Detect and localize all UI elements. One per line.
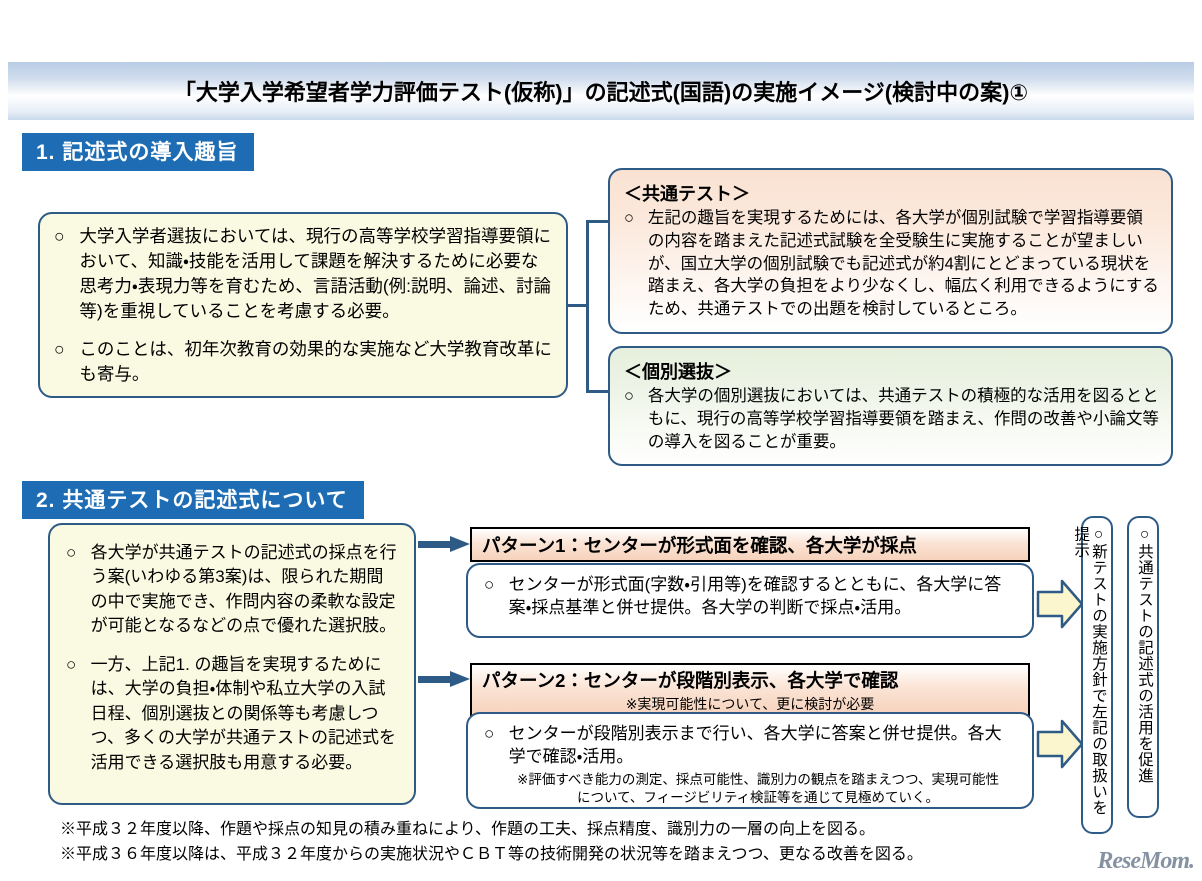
resemom-watermark: ReseMom. <box>1097 848 1195 874</box>
pattern-2-body: ○ センターが段階別表示まで行い、各大学に答案と併せ提供。各大学で確認・活用。 ※… <box>466 712 1034 809</box>
section-2-left-box: ○ 各大学が共通テストの記述式の採点を行う案(いわゆる第3案)は、限られた期間の中… <box>48 523 416 805</box>
common-test-heading: ＜共通テスト＞ <box>624 184 750 204</box>
page-title: 「大学入学希望者学力評価テスト(仮称)」の記述式(国語)の実施イメージ(検討中の… <box>173 80 1029 105</box>
pattern-2-bullet-1: ○ センターが段階別表示まで行い、各大学に答案と併せ提供。各大学で確認・活用。 <box>484 722 1018 769</box>
bullet-marker: ○ <box>66 543 77 562</box>
bullet-marker: ○ <box>484 575 495 594</box>
pattern-2-header: パターン2：センターが段階別表示、各大学で確認 ※実現可能性について、更に検討が… <box>470 663 1030 717</box>
bullet-marker: ○ <box>54 339 65 360</box>
common-test-box: ＜共通テスト＞ ○ 左記の趣旨を実現するためには、各大学が個別試験で学習指導要領の… <box>608 168 1173 334</box>
sec2-left-bullet-1-text: 各大学が共通テストの記述式の採点を行う案(いわゆる第3案)は、限られた期間の中で… <box>90 543 397 636</box>
bullet-marker: ○ <box>54 226 65 246</box>
intent-box: ○ 大学入学者選抜においては、現行の高等学校学習指導要領において、知識・技能を活用… <box>38 212 568 398</box>
sec2-left-bullet-2: ○ 一方、上記1. の趣旨を実現するためには、大学の負担・体制や私立大学の入試日程… <box>66 653 400 775</box>
pattern-1-body: ○ センターが形式面(字数・引用等)を確認するとともに、各大学に答案・採点基準と併… <box>466 563 1034 638</box>
pattern-2-bullet-1-text: センターが段階別表示まで行い、各大学に答案と併せ提供。各大学で確認・活用。 <box>508 724 1002 767</box>
footnote-1: ※平成３２年度以降、作題や採点の知見の積み重ねにより、作題の工夫、採点精度、識別… <box>60 821 876 838</box>
slide-title-bar: 「大学入学希望者学力評価テスト(仮称)」の記述式(国語)の実施イメージ(検討中の… <box>8 62 1194 120</box>
intent-bullet-1-text: 大学入学者選抜においては、現行の高等学校学習指導要領において、知識・技能を活用し… <box>79 226 552 321</box>
individual-selection-bullet-1: ○ 各大学の個別選抜においては、共通テストの積極的な活用を図るとともに、現行の高等… <box>624 385 1159 453</box>
bullet-marker: ○ <box>624 209 634 227</box>
individual-selection-heading: ＜個別選抜＞ <box>624 362 732 382</box>
intent-bullet-1: ○ 大学入学者選抜においては、現行の高等学校学習指導要領において、知識・技能を活用… <box>54 224 554 323</box>
arrow-to-pattern-2-icon <box>418 670 470 687</box>
individual-selection-bullet-1-text: 各大学の個別選抜においては、共通テストの積極的な活用を図るとともに、現行の高等学… <box>647 387 1159 451</box>
bullet-marker: ○ <box>66 654 77 674</box>
common-test-bullet-1: ○ 左記の趣旨を実現するためには、各大学が個別試験で学習指導要領の内容を踏まえた記… <box>624 207 1159 321</box>
pattern-1-bullet-1-text: センターが形式面(字数・引用等)を確認するとともに、各大学に答案・採点基準と併せ… <box>508 575 1002 618</box>
pattern-2-header-note: ※実現可能性について、更に検討が必要 <box>625 695 875 712</box>
yellow-arrow-pattern-2-icon <box>1036 718 1084 770</box>
bracket-connector <box>568 200 614 412</box>
pattern-1-header: パターン1：センターが形式面を確認、各大学が採点 <box>470 527 1030 562</box>
intent-bullet-2-text: このことは、初年次教育の効果的な実施など大学教育改革にも寄与。 <box>79 339 552 385</box>
section-1-badge: 1. 記述式の導入趣旨 <box>22 133 255 171</box>
section-2-badge: 2. 共通テストの記述式について <box>22 481 364 519</box>
vertical-box-promote-usage: ○共通テストの記述式の活用を促進 <box>1127 516 1159 818</box>
sec2-left-bullet-2-text: 一方、上記1. の趣旨を実現するためには、大学の負担・体制や私立大学の入試日程、… <box>90 654 396 772</box>
pattern-1-bullet-1: ○ センターが形式面(字数・引用等)を確認するとともに、各大学に答案・採点基準と併… <box>484 573 1018 620</box>
arrow-to-pattern-1-icon <box>418 535 470 552</box>
sec2-left-bullet-1: ○ 各大学が共通テストの記述式の採点を行う案(いわゆる第3案)は、限られた期間の中… <box>66 541 400 639</box>
pattern-2-note: ※評価すべき能力の測定、採点可能性、識別力の観点を踏まえつつ、実現可能性について… <box>517 771 999 805</box>
yellow-arrow-pattern-1-icon <box>1036 578 1084 630</box>
footnotes: ※平成３２年度以降、作題や採点の知見の積み重ねにより、作題の工夫、採点精度、識別… <box>60 818 1070 868</box>
vertical-box-new-test-policy: ○新テストの実施方針で左記の取扱いを提示 <box>1072 516 1113 834</box>
intent-bullet-2: ○ このことは、初年次教育の効果的な実施など大学教育改革にも寄与。 <box>54 337 554 387</box>
pattern-2-header-text: パターン2：センターが段階別表示、各大学で確認 <box>482 669 899 691</box>
bullet-marker: ○ <box>484 724 495 743</box>
individual-selection-box: ＜個別選抜＞ ○ 各大学の個別選抜においては、共通テストの積極的な活用を図るととも… <box>608 346 1173 466</box>
pattern-1-header-text: パターン1：センターが形式面を確認、各大学が採点 <box>482 534 917 556</box>
bullet-marker: ○ <box>624 387 634 405</box>
footnote-2: ※平成３６年度以降は、平成３２年度からの実施状況やＣＢＴ等の技術開発の状況等を踏… <box>60 845 923 863</box>
common-test-bullet-1-text: 左記の趣旨を実現するためには、各大学が個別試験で学習指導要領の内容を踏まえた記述… <box>647 209 1159 319</box>
